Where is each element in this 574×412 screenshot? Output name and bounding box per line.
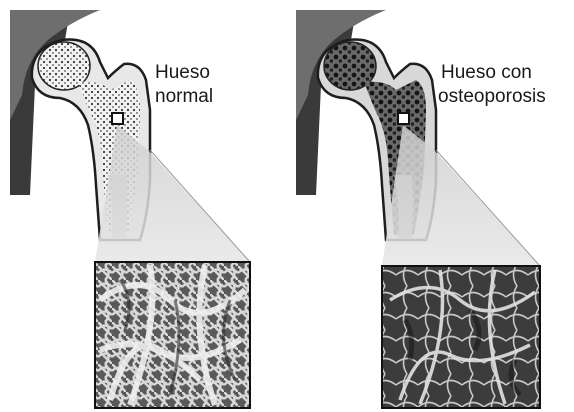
label-osteo-line1: Hueso con xyxy=(441,62,532,84)
label-normal-line2: normal xyxy=(155,86,213,108)
sample-marker xyxy=(112,113,123,124)
label-osteo-line2: osteoporosis xyxy=(438,86,546,108)
label-normal-line1: Hueso xyxy=(155,62,210,84)
normal-bone-figure xyxy=(10,10,250,408)
sample-marker-osteo xyxy=(398,113,409,124)
